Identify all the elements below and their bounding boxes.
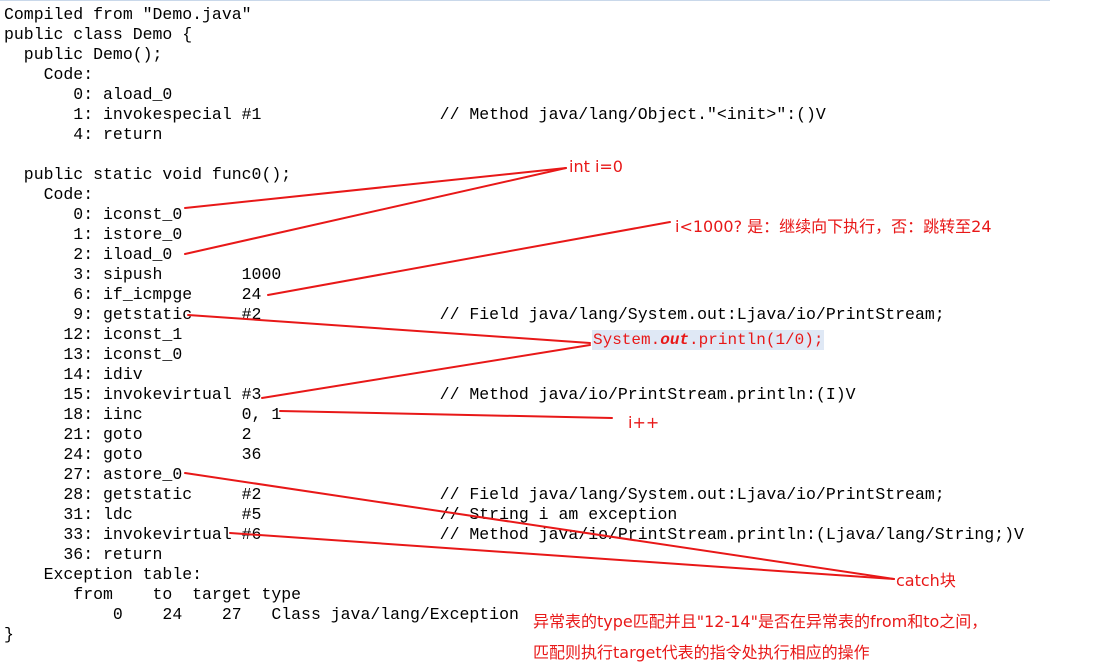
code-line: Code: bbox=[4, 185, 94, 204]
code-line: from to target type bbox=[4, 585, 302, 604]
annotation-exception-line2: 匹配则执行target代表的指令处执行相应的操作 bbox=[533, 643, 870, 662]
annotation-loop-check: i<1000? 是：继续向下执行，否：跳转至24 bbox=[675, 217, 992, 236]
code-line: 0: aload_0 bbox=[4, 85, 173, 104]
code-line: 1: invokespecial #1 // Method java/lang/… bbox=[4, 105, 826, 124]
code-line: 27: astore_0 bbox=[4, 465, 183, 484]
code-line: 36: return bbox=[4, 545, 163, 564]
code-line: public static void func0(); bbox=[4, 165, 292, 184]
annotation-exception-line1: 异常表的type匹配并且"12-14"是否在异常表的from和to之间， bbox=[533, 612, 988, 631]
code-line: } bbox=[4, 625, 14, 644]
code-line: public Demo(); bbox=[4, 45, 163, 64]
code-line: 33: invokevirtual #6 // Method java/io/P… bbox=[4, 525, 1024, 544]
annotation-println: System.out.println(1/0); bbox=[592, 330, 825, 350]
code-line: 15: invokevirtual #3 // Method java/io/P… bbox=[4, 385, 856, 404]
code-line: Exception table: bbox=[4, 565, 203, 584]
annotation-increment: i++ bbox=[628, 413, 660, 432]
println-suffix: .println(1/0); bbox=[689, 331, 824, 349]
code-line bbox=[4, 145, 1024, 165]
code-line: 18: iinc 0, 1 bbox=[4, 405, 282, 424]
javap-output: Compiled from "Demo.java"public class De… bbox=[4, 5, 1024, 645]
code-line: Code: bbox=[4, 65, 94, 84]
code-line: public class Demo { bbox=[4, 25, 193, 44]
code-line: 24: goto 36 bbox=[4, 445, 262, 464]
code-line: 13: iconst_0 bbox=[4, 345, 183, 364]
code-line: 2: iload_0 bbox=[4, 245, 173, 264]
top-divider bbox=[0, 0, 1050, 1]
code-line: 6: if_icmpge 24 bbox=[4, 285, 262, 304]
code-line: 4: return bbox=[4, 125, 163, 144]
println-out: out bbox=[660, 331, 690, 349]
code-line: 0: iconst_0 bbox=[4, 205, 183, 224]
code-line: 1: istore_0 bbox=[4, 225, 183, 244]
code-line: 21: goto 2 bbox=[4, 425, 252, 444]
annotation-catch-block: catch块 bbox=[896, 571, 956, 590]
code-line: 31: ldc #5 // String i am exception bbox=[4, 505, 678, 524]
code-line: 14: idiv bbox=[4, 365, 143, 384]
code-line: 12: iconst_1 bbox=[4, 325, 183, 344]
code-line: 9: getstatic #2 // Field java/lang/Syste… bbox=[4, 305, 945, 324]
code-line: 0 24 27 Class java/lang/Exception bbox=[4, 605, 519, 624]
annotation-int-i: int i=0 bbox=[569, 157, 623, 176]
code-line: 3: sipush 1000 bbox=[4, 265, 282, 284]
code-line: 28: getstatic #2 // Field java/lang/Syst… bbox=[4, 485, 945, 504]
code-line: Compiled from "Demo.java" bbox=[4, 5, 252, 24]
println-prefix: System. bbox=[593, 331, 661, 349]
